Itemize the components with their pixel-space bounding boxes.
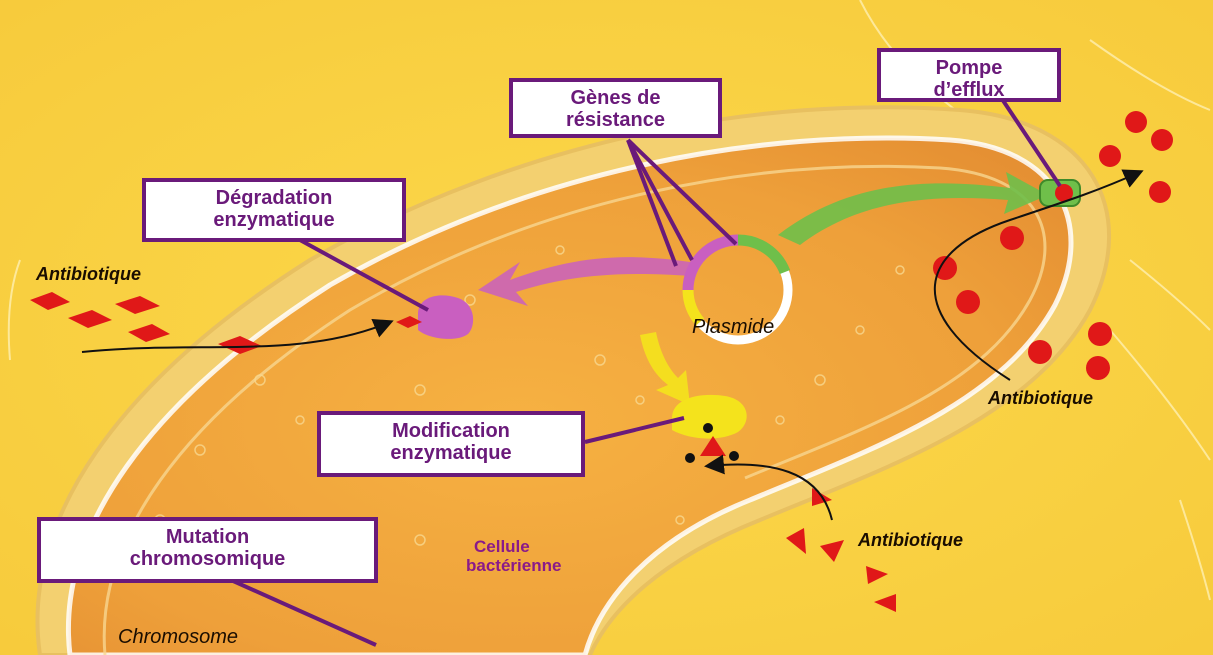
callout-pompe-line1: Pompe <box>881 57 1057 79</box>
label-cellule-line1: Cellule <box>466 537 561 556</box>
label-antibiotique-left: Antibiotique <box>36 264 141 285</box>
callout-degradation-line2: enzymatique <box>146 209 402 231</box>
label-chromosome: Chromosome <box>118 626 238 649</box>
callout-modification-line2: enzymatique <box>321 442 581 464</box>
label-cellule-line2: bactérienne <box>466 556 561 575</box>
callout-mutation-line1: Mutation <box>41 526 374 548</box>
callout-mutation-line2: chromosomique <box>41 548 374 570</box>
degradation-enzyme <box>418 295 473 339</box>
callout-genes-de-resistance: Gènes de résistance <box>509 78 722 138</box>
label-antibiotique-bottom: Antibiotique <box>858 530 963 551</box>
label-plasmide: Plasmide <box>692 316 774 339</box>
callout-degradation-enzymatique: Dégradation enzymatique <box>142 178 406 242</box>
callout-mutation-chromosomique: Mutation chromosomique <box>37 517 378 583</box>
callout-modification-enzymatique: Modification enzymatique <box>317 411 585 477</box>
callout-genes-line2: résistance <box>513 109 718 131</box>
callout-modification-line1: Modification <box>321 420 581 442</box>
label-cellule-bacterienne: Cellule bactérienne <box>466 537 561 575</box>
callout-genes-line1: Gènes de <box>513 87 718 109</box>
callout-pompe-d-efflux: Pompe d’efflux <box>877 48 1061 102</box>
callout-pompe-line2: d’efflux <box>881 79 1057 101</box>
callout-degradation-line1: Dégradation <box>146 187 402 209</box>
label-antibiotique-right: Antibiotique <box>988 388 1093 409</box>
